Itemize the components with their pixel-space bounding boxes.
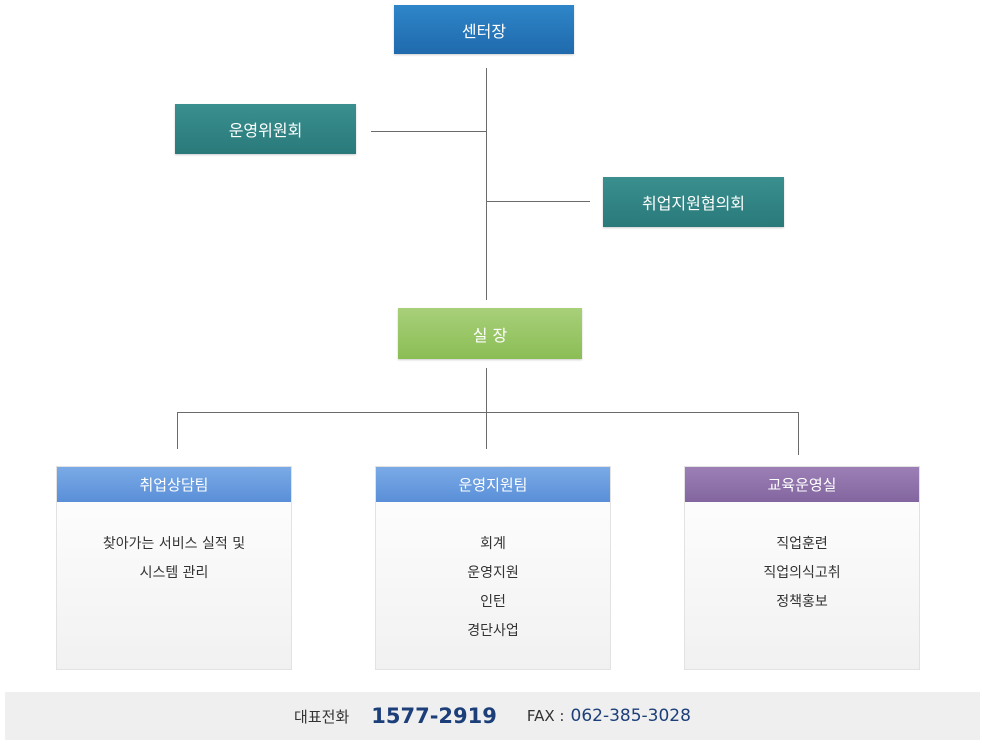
connector-team-3: [798, 412, 799, 455]
office-director-label: 실 장: [472, 325, 508, 345]
team-counseling-header: 취업상담팀: [57, 467, 291, 502]
team-operations-support-header: 운영지원팀: [376, 467, 610, 502]
duty-item: 운영지원: [467, 565, 519, 581]
connector-director-down: [486, 368, 487, 449]
steering-committee-box: 운영위원회: [175, 104, 356, 154]
connector-committee: [371, 131, 486, 132]
team-education: 교육운영실 직업훈련 직업의식고취 정책홍보: [684, 466, 920, 670]
duty-item: 찾아가는 서비스 실적 및: [102, 536, 246, 552]
connector-teams-bar: [177, 412, 799, 413]
center-director-label: 센터장: [461, 21, 507, 41]
duty-item: 정책홍보: [776, 594, 828, 610]
phone-label: 대표전화: [294, 707, 350, 726]
duty-item: 직업훈련: [776, 536, 828, 552]
steering-committee-label: 운영위원회: [228, 121, 303, 140]
duty-item: 시스템 관리: [139, 565, 209, 581]
center-director-box: 센터장: [394, 5, 574, 54]
contact-footer: 대표전화 1577-2919 FAX : 062-385-3028: [5, 692, 980, 740]
office-director-box: 실 장: [398, 308, 582, 359]
duty-item: 회계: [480, 536, 506, 552]
team-education-duties: 직업훈련 직업의식고취 정책홍보: [685, 502, 919, 617]
team-counseling-duties: 찾아가는 서비스 실적 및 시스템 관리: [57, 502, 291, 588]
phone-number: 1577-2919: [371, 704, 497, 728]
connector-main-trunk: [486, 68, 487, 300]
employment-council-label: 취업지원협의회: [641, 194, 746, 213]
employment-council-box: 취업지원협의회: [603, 177, 784, 227]
team-education-header: 교육운영실: [685, 467, 919, 502]
connector-council: [486, 201, 590, 202]
team-counseling-name: 취업상담팀: [139, 476, 209, 494]
fax-number: 062-385-3028: [570, 706, 691, 726]
team-operations-support-duties: 회계 운영지원 인턴 경단사업: [376, 502, 610, 646]
team-operations-support: 운영지원팀 회계 운영지원 인턴 경단사업: [375, 466, 611, 670]
fax-label: FAX :: [526, 707, 565, 725]
team-counseling: 취업상담팀 찾아가는 서비스 실적 및 시스템 관리: [56, 466, 292, 670]
team-operations-support-name: 운영지원팀: [458, 476, 528, 494]
duty-item: 인턴: [480, 594, 506, 610]
connector-team-1: [177, 412, 178, 449]
duty-item: 경단사업: [467, 623, 519, 639]
duty-item: 직업의식고취: [763, 565, 841, 581]
team-education-name: 교육운영실: [767, 476, 837, 494]
